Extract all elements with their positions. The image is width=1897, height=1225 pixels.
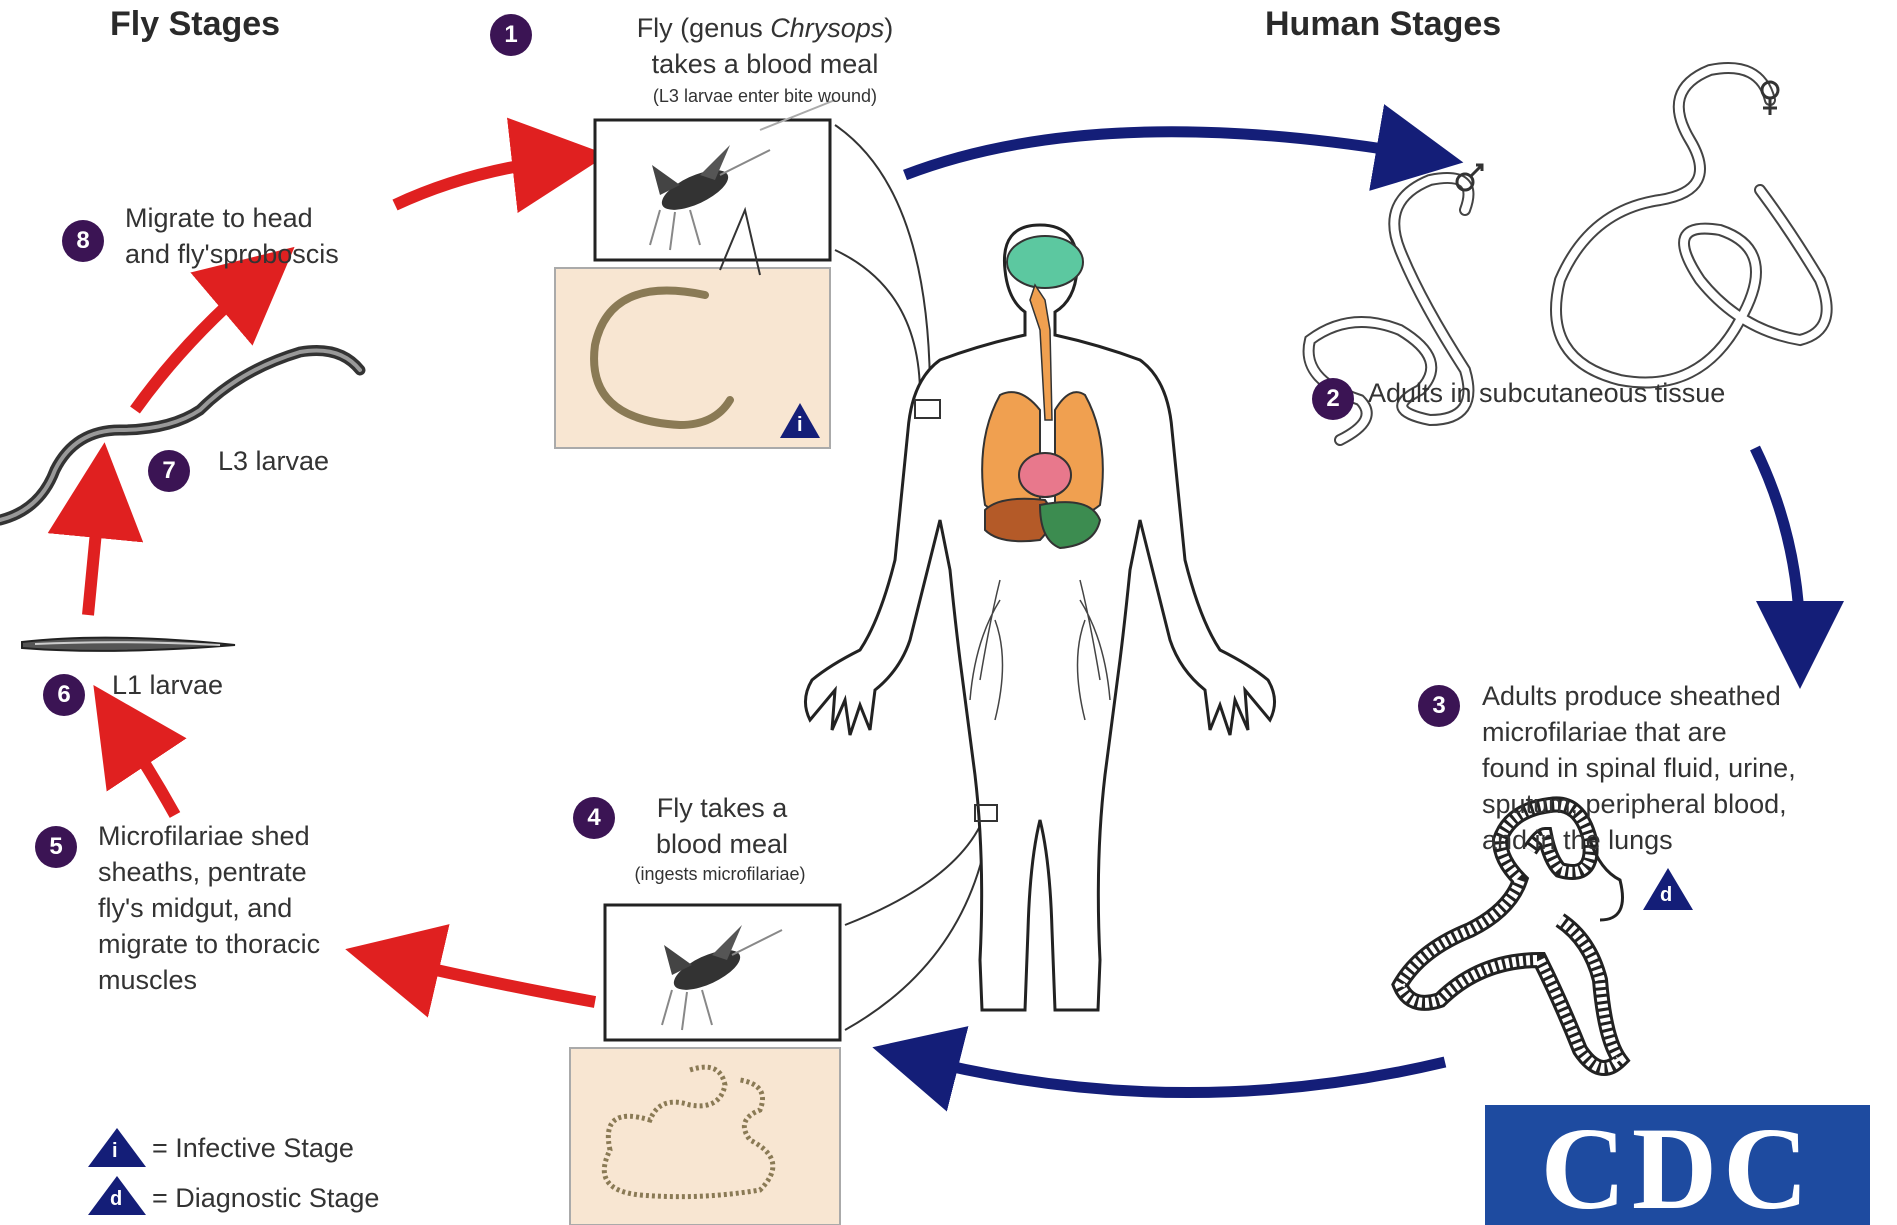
step-7-badge: 7 xyxy=(148,450,190,492)
step-5-line: fly's midgut, and xyxy=(98,890,320,926)
legend-diagnostic-label: = Diagnostic Stage xyxy=(152,1180,379,1216)
step-1-line1: Fly (genus Chrysops) xyxy=(545,10,985,46)
cdc-logo-text: CDC xyxy=(1485,1110,1870,1225)
legend-infective-letter: i xyxy=(112,1140,118,1163)
fly-inset-top xyxy=(595,100,835,260)
step-1-badge: 1 xyxy=(490,14,532,56)
step-4-label: Fly takes a blood meal xyxy=(632,790,812,862)
step-8-line1: Migrate to head xyxy=(125,200,339,236)
step-3-badge: 3 xyxy=(1418,685,1460,727)
legend-diagnostic-letter: d xyxy=(110,1188,122,1211)
microfilaria-inset-bottom xyxy=(570,1048,840,1225)
arrow-3-to-4 xyxy=(915,1058,1445,1093)
step-5-line: sheaths, pentrate xyxy=(98,854,320,890)
step-5-label: Microfilariae shed sheaths, pentrate fly… xyxy=(98,818,320,998)
legend-infective-label: = Infective Stage xyxy=(152,1130,354,1166)
step-1-line2: takes a blood meal xyxy=(545,46,985,82)
step-5-line: migrate to thoracic xyxy=(98,926,320,962)
arrow-8-to-1 xyxy=(395,160,560,205)
step-7-label: L3 larvae xyxy=(218,443,329,479)
step-8-label: Migrate to head and fly'sproboscis xyxy=(125,200,339,272)
fly-inset-bottom xyxy=(605,905,840,1040)
step-3-line: sputum, peripheral blood, xyxy=(1482,786,1897,822)
step-2-badge: 2 xyxy=(1312,378,1354,420)
step-5-line: Microfilariae shed xyxy=(98,818,320,854)
heart xyxy=(1019,453,1071,497)
step-3-line: found in spinal fluid, urine, xyxy=(1482,750,1897,786)
l1-larva-icon xyxy=(22,638,235,651)
step-5-badge: 5 xyxy=(35,826,77,868)
arrow-6-to-7 xyxy=(88,490,100,615)
step-1-label: Fly (genus Chrysops) takes a blood meal xyxy=(545,10,985,82)
human-body-icon xyxy=(805,225,1274,1010)
step-3-line: and in the lungs xyxy=(1482,822,1897,858)
step-6-label: L1 larvae xyxy=(112,667,223,703)
step-3-marker-letter: d xyxy=(1660,884,1672,907)
step-8-badge: 8 xyxy=(62,220,104,262)
step-4-line1: Fly takes a xyxy=(632,790,812,826)
step-1-marker-letter: i xyxy=(797,414,803,437)
human-stages-header: Human Stages xyxy=(1265,5,1501,44)
step-3-line: microfilariae that are xyxy=(1482,714,1897,750)
fly-stages-header: Fly Stages xyxy=(110,5,280,44)
arrow-5-to-6 xyxy=(120,725,175,815)
step-2-label: Adults in subcutaneous tissue xyxy=(1368,375,1725,411)
arrow-7-to-8 xyxy=(135,278,258,410)
brain xyxy=(1007,236,1083,288)
step-3-label: Adults produce sheathed microfilariae th… xyxy=(1482,678,1897,858)
step-4-note: (ingests microfilariae) xyxy=(570,864,870,885)
step-8-line2: and fly'sproboscis xyxy=(125,236,339,272)
step-6-badge: 6 xyxy=(43,674,85,716)
arrow-4-to-5 xyxy=(392,960,595,1002)
arrow-2-to-3 xyxy=(1755,448,1800,645)
larva-inset-top xyxy=(555,268,830,448)
step-4-badge: 4 xyxy=(573,797,615,839)
step-3-line: Adults produce sheathed xyxy=(1482,678,1897,714)
l3-larva-icon xyxy=(0,350,360,520)
step-5-line: muscles xyxy=(98,962,320,998)
arrow-1-to-2 xyxy=(905,132,1420,175)
step-4-line2: blood meal xyxy=(632,826,812,862)
step-1-note: (L3 larvae enter bite wound) xyxy=(545,86,985,107)
